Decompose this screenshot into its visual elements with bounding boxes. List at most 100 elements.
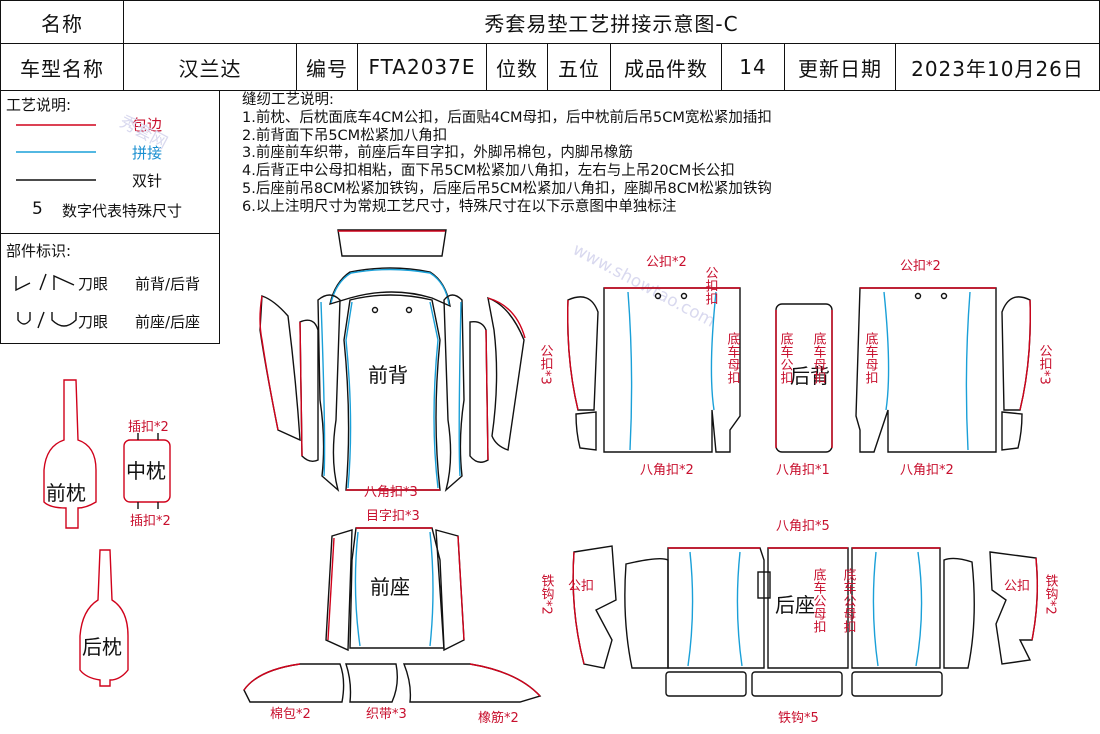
- rear-back-gongkou-vertical: 公扣扣: [703, 266, 719, 305]
- model-label-cell: 车型名称: [0, 43, 124, 91]
- front-pillow-label: 前枕: [46, 481, 86, 505]
- middle-pillow-charou-bottom: 插扣*2: [130, 514, 171, 529]
- knife-v-icon: [15, 273, 75, 292]
- front-seat-left-side: [325, 529, 353, 652]
- front-seat-label: 前座: [370, 575, 410, 599]
- seats-label: 位数: [496, 56, 538, 81]
- knife-u-parts: 前座/后座: [135, 313, 201, 331]
- front-pillow-shape: [43, 379, 97, 529]
- pieces-label-cell: 成品件数: [610, 43, 722, 91]
- rear-seat-gongkou-right: 公扣: [1004, 579, 1030, 594]
- legend-item-double-needle: 双针: [132, 172, 163, 190]
- rear-back-left-panel: [603, 287, 741, 453]
- rear-back-diche-mukou-right: 底车母扣: [863, 331, 879, 384]
- pieces-value: 14: [739, 55, 767, 79]
- rear-back-right-tab: [1001, 411, 1023, 451]
- rear-seat-label: 后座: [775, 593, 815, 617]
- rear-seat-left-wing: [572, 545, 617, 669]
- rear-seat-group: 后座 八角扣*5 铁钩*2 铁钩*2 公扣 公扣 底车公母扣 底车公母扣 铁钩*…: [539, 519, 1059, 726]
- knife-v-label: 刀眼: [78, 275, 109, 293]
- rear-pillow-shape: [79, 549, 129, 687]
- parts-legend-box: [0, 233, 220, 344]
- front-seat-muzi-note: 目字扣*3: [366, 509, 420, 524]
- instruction-line-2: 2.前背面下吊5CM松紧加八角扣: [242, 127, 448, 144]
- rear-seat-right-side: [943, 557, 975, 669]
- rear-seat-diche-left: 底车公母扣: [811, 567, 827, 633]
- rear-back-gongkou-left: 公扣*2: [646, 255, 687, 270]
- rear-back-left-tab: [575, 411, 597, 451]
- cotton-pad-strip: [243, 663, 345, 703]
- front-back-right-inner: [469, 320, 489, 463]
- rear-seat-tiegou-right: 铁钩*2: [1043, 574, 1059, 615]
- elastic-strip: [402, 663, 542, 703]
- code-label-cell: 编号: [296, 43, 358, 91]
- front-back-bajiao-note: 八角扣*3: [364, 485, 418, 500]
- rear-seat-right-panel: [851, 547, 941, 669]
- model-label: 车型名称: [20, 56, 104, 81]
- rear-back-bajiao-left: 八角扣*2: [640, 463, 694, 478]
- knife-v-parts: 前背/后背: [135, 275, 201, 293]
- middle-pillow-charou-top: 插扣*2: [128, 420, 169, 435]
- legend-size-note: 数字代表特殊尺寸: [62, 202, 183, 220]
- legend-title: 工艺说明:: [6, 96, 72, 114]
- rear-back-bajiao-mid: 八角扣*1: [776, 463, 830, 478]
- front-back-right-side: [443, 294, 465, 493]
- code-value-cell: FTA2037E: [357, 43, 487, 91]
- front-seat-right-side: [435, 529, 465, 652]
- instructions-title: 缝纫工艺说明:: [242, 92, 334, 108]
- rear-seat-left-side: [624, 557, 669, 669]
- name-label: 名称: [41, 11, 83, 36]
- legend-item-joining: 拼接: [132, 144, 163, 162]
- pillow-group: 前枕 中枕 插扣*2 插扣*2 后枕: [43, 379, 171, 687]
- model-value: 汉兰达: [178, 56, 242, 81]
- instruction-line-5: 5.后座前吊8CM松紧加铁钩，后座后吊5CM松紧加八角扣，座脚吊8CM松紧加铁钩: [242, 180, 772, 197]
- sewing-instructions: 缝纫工艺说明: 1.前枕、后枕面底车4CM公扣，后面贴4CM母扣，后中枕前后吊5…: [242, 92, 772, 217]
- knife-u-label: 刀眼: [78, 313, 109, 331]
- update-value-cell: 2023年10月26日: [895, 43, 1100, 91]
- legend-item-binding: 包边: [132, 116, 163, 134]
- rear-seat-right-wing: [989, 551, 1039, 665]
- rear-back-diche-mukou-left: 底车母扣: [725, 331, 741, 384]
- front-back-group: 前背 八角扣*3: [259, 229, 526, 500]
- code-value: FTA2037E: [368, 55, 476, 79]
- rear-back-label: 后背: [790, 364, 830, 388]
- front-back-right-wing: [487, 296, 525, 451]
- diagram-title: 秀套易垫工艺拼接示意图-C: [484, 11, 739, 36]
- instruction-line-3: 3.前座前车织带，前座后车目字扣，外脚吊棉包，内脚吊橡筋: [242, 145, 633, 162]
- code-label: 编号: [306, 56, 348, 81]
- front-back-left-inner: [299, 319, 319, 463]
- rear-back-diche-gongkou: 底车公扣: [778, 331, 794, 384]
- update-label-cell: 更新日期: [784, 43, 896, 91]
- rear-seat-bajiao-note: 八角扣*5: [776, 519, 830, 534]
- instruction-line-1: 1.前枕、后枕面底车4CM公扣，后面贴4CM母扣，后中枕前后吊5CM宽松紧加插扣: [242, 109, 772, 126]
- front-back-headrest-strip: [337, 229, 447, 257]
- rear-pillow-label: 后枕: [82, 635, 122, 659]
- front-seat-group: 前座 目字扣*3 棉包*2 织带*3 橡筋*2: [243, 509, 542, 726]
- rear-back-gongkou3-right: 公扣*3: [1037, 344, 1053, 385]
- front-back-main-panel: [343, 294, 441, 491]
- rear-seat-bottom-strip-left: [665, 671, 747, 697]
- rear-back-bajiao-right: 八角扣*2: [900, 463, 954, 478]
- watermark-url: www.showtao.com: [569, 240, 718, 332]
- front-back-top-band: [329, 267, 451, 308]
- update-value: 2023年10月26日: [911, 56, 1084, 81]
- rear-seat-left-panel: [667, 547, 765, 669]
- rear-back-right-panel: [855, 287, 997, 453]
- rear-back-right-wing: [1001, 296, 1031, 411]
- rear-back-diche-mukou-mid: 底车母扣: [811, 331, 827, 384]
- seats-value: 五位: [558, 56, 600, 81]
- rear-seat-tiegou-left: 铁钩*2: [539, 574, 555, 615]
- middle-pillow-label: 中枕: [126, 459, 166, 483]
- front-back-label: 前背: [368, 363, 408, 387]
- pieces-label: 成品件数: [624, 56, 708, 81]
- cotton-pad-note: 棉包*2: [270, 707, 311, 722]
- legend-size-number: 5: [32, 199, 43, 219]
- rear-back-gongkou-right: 公扣*2: [900, 259, 941, 274]
- rear-back-gongkou3-left: 公扣*3: [538, 344, 554, 385]
- front-back-left-side: [317, 294, 341, 493]
- rear-back-group: 后背 公扣*2 公扣*2 公扣*3 公扣*3 公扣扣 底车母扣 底车公扣 底车母…: [538, 255, 1053, 478]
- parts-legend-title: 部件标识:: [6, 242, 72, 260]
- webbing-strip: [345, 663, 399, 703]
- rear-seat-bottom-strip-mid: [751, 671, 843, 697]
- rear-back-left-wing: [567, 296, 599, 411]
